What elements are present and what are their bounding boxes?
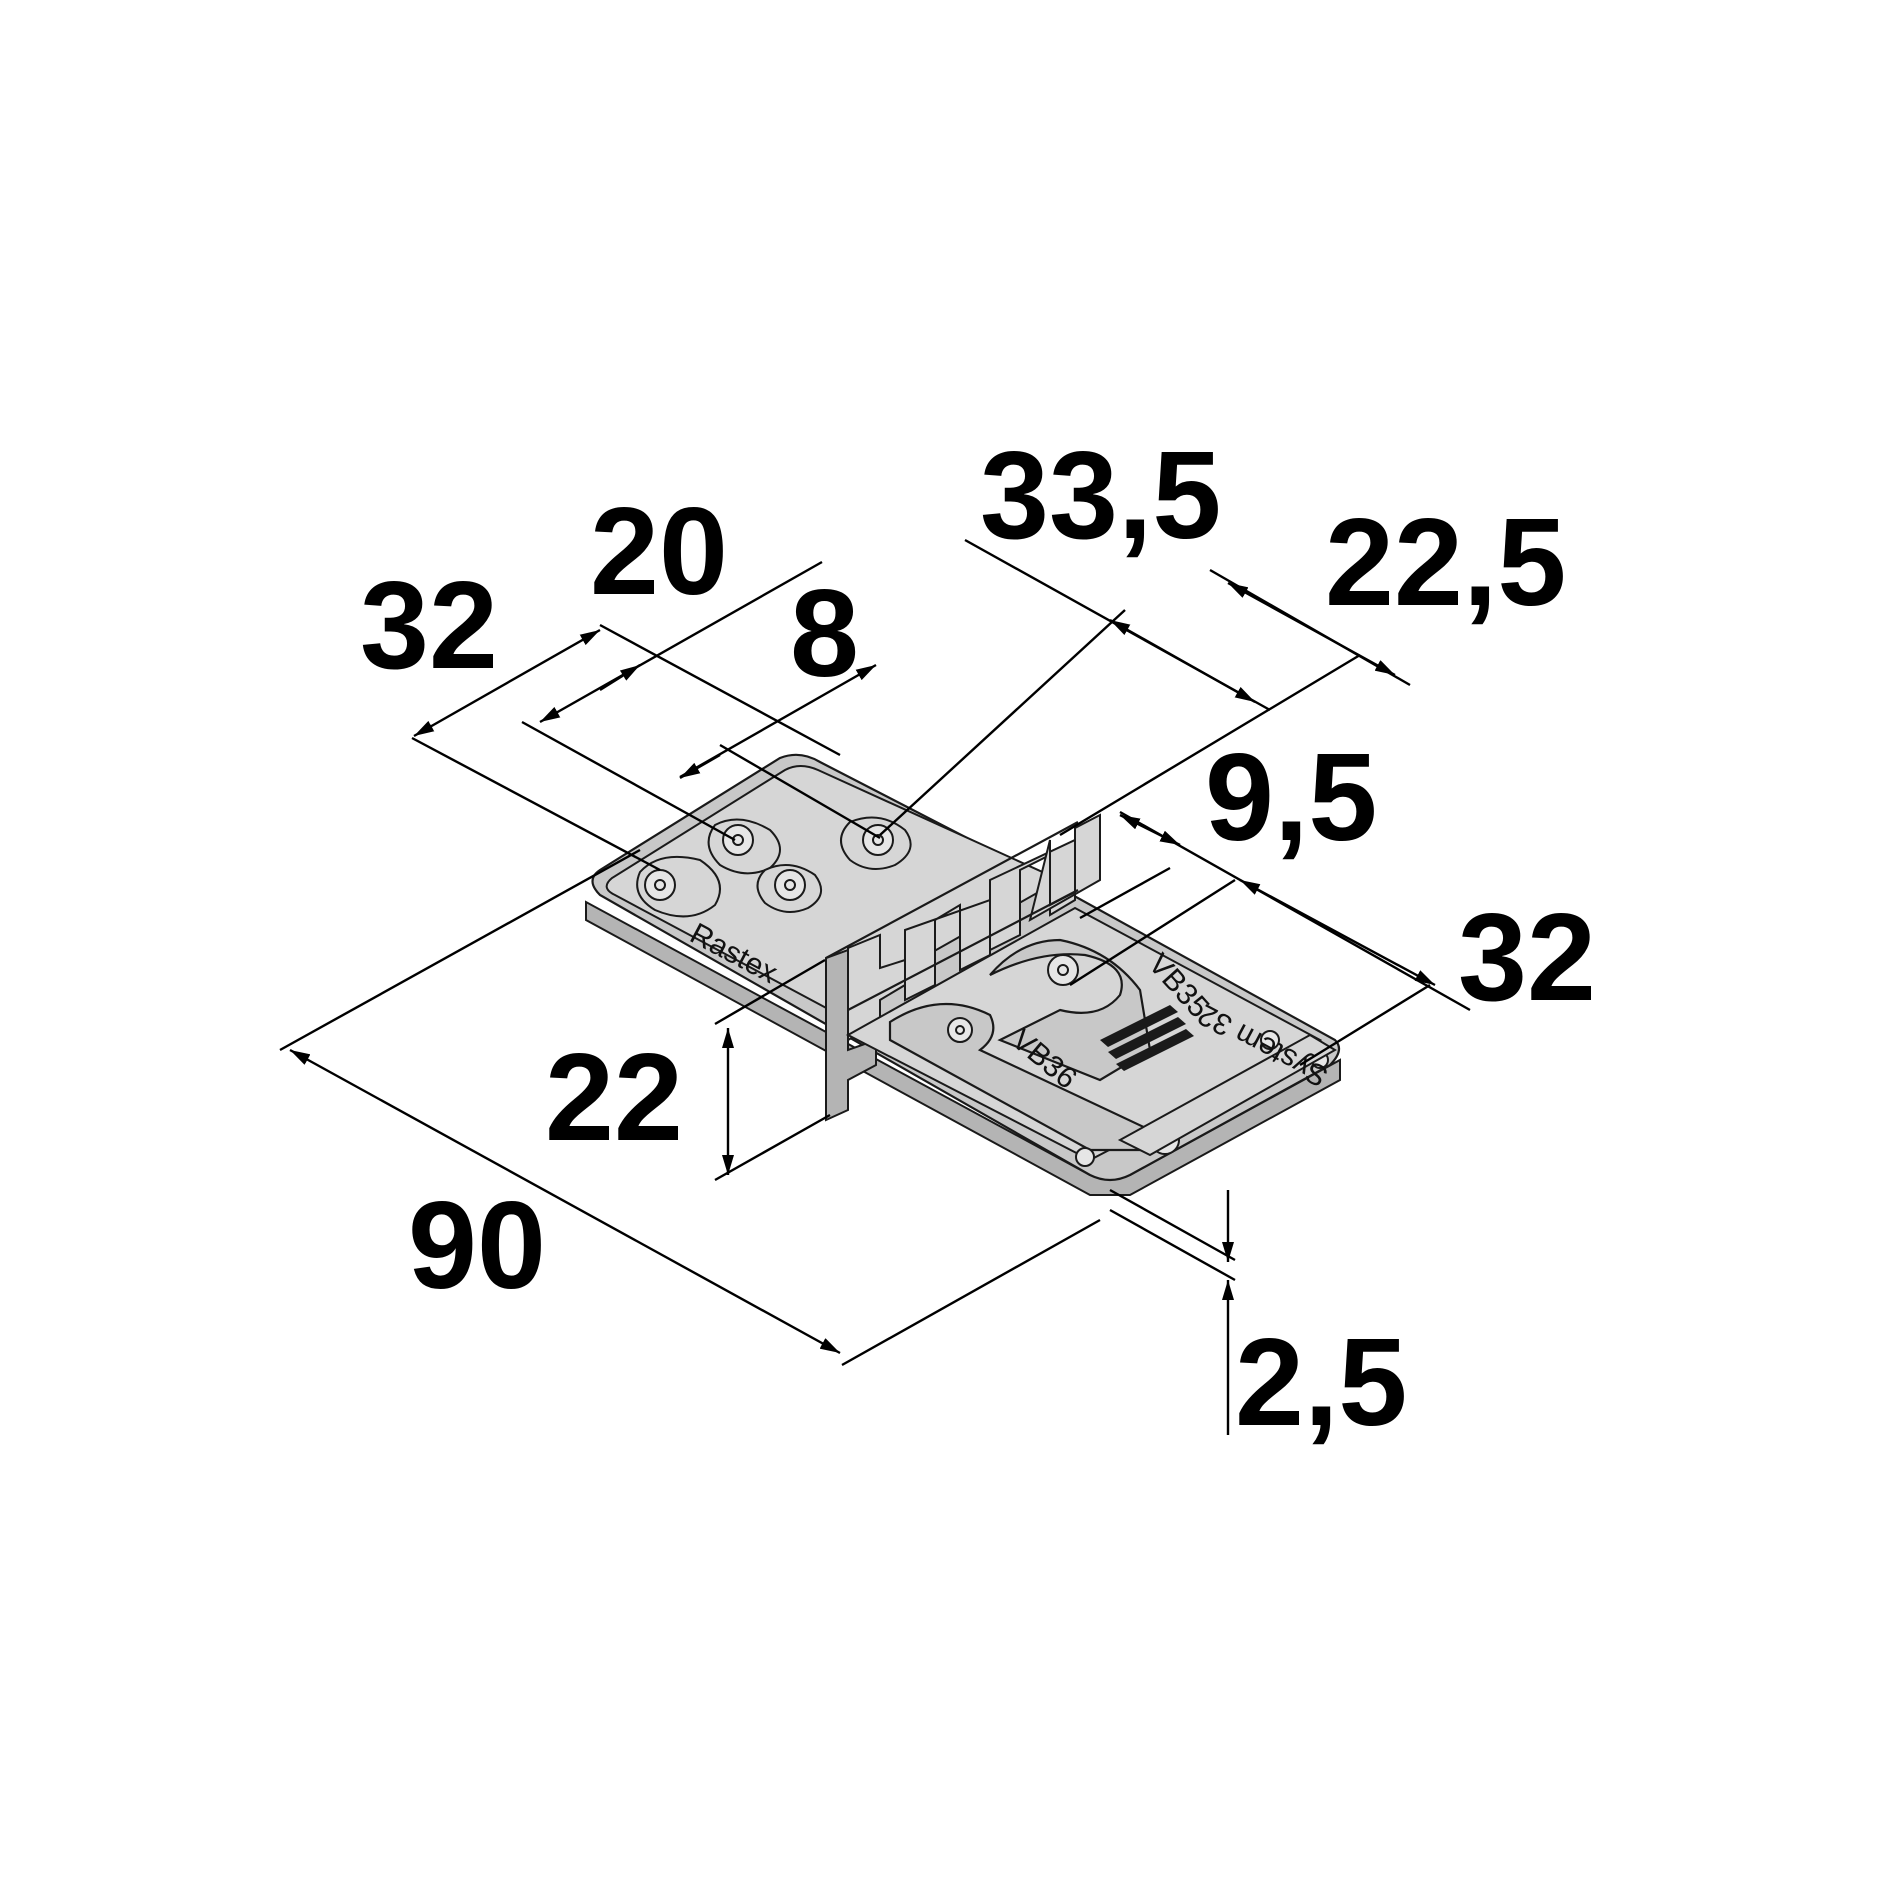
- dim-33-5-extension-2: [879, 609, 1126, 836]
- dim-32-right-extension-2: [1299, 983, 1431, 1067]
- dim-9-5-label: 9,5: [1205, 729, 1377, 867]
- fence-top-edge: [825, 821, 1079, 1011]
- dim-90-extension-left: [279, 848, 641, 1052]
- hole-8: [1075, 1147, 1095, 1167]
- hole-5: [1047, 954, 1079, 986]
- dim-33-5-line: [1109, 618, 1256, 704]
- dim-8-label: 8: [790, 565, 859, 703]
- dim-9-5-extension-2: [1079, 866, 1171, 920]
- dim-22-5-label: 22,5: [1325, 494, 1566, 632]
- dim-22-label: 22: [545, 1029, 683, 1167]
- dim-20-extension: [521, 720, 736, 842]
- hole-4: [774, 869, 806, 901]
- dim-8-arrow: [679, 753, 721, 780]
- dimension-labels: 90 32 20 8 33,5 22,5 9,5 32 22 2,5: [360, 427, 1596, 1452]
- dim-32-left-line: [413, 628, 601, 738]
- hole-1: [644, 869, 676, 901]
- dim-32-right-line: [1239, 878, 1436, 987]
- dim-32-right-label: 32: [1458, 889, 1596, 1027]
- dim-8-extension: [719, 743, 881, 840]
- hole-9: [1260, 1030, 1280, 1050]
- dim-20-arrow: [599, 663, 641, 692]
- hole-2: [722, 824, 754, 856]
- dim-20-line: [539, 560, 823, 724]
- dim-20-label: 20: [590, 483, 728, 621]
- dim-32-left-extension-1: [411, 736, 661, 872]
- dim-22-5-line: [1227, 581, 1396, 677]
- dim-22-extension-1: [714, 958, 826, 1026]
- dim-2-5-label: 2,5: [1235, 1314, 1407, 1452]
- dim-9-5-line: [1119, 813, 1181, 847]
- dim-90-label: 90: [408, 1177, 546, 1315]
- dim-90-extension-right: [841, 1218, 1101, 1367]
- dim-32-left-label: 32: [360, 557, 498, 695]
- system32-strip: [1117, 1033, 1337, 1157]
- dim-32-right-extension-1: [1069, 878, 1236, 987]
- dim-90-line: [289, 1048, 841, 1355]
- dim-32-left-extension-2: [599, 623, 841, 757]
- dim-2-5-extension-2: [1109, 1208, 1236, 1282]
- stripes-logo: [1100, 1005, 1194, 1071]
- dim-2-5-extension-1: [1109, 1188, 1236, 1262]
- dimension-lines: [279, 538, 1471, 1435]
- template-part: Rastex VB35 VB36 System 32: [585, 753, 1341, 1196]
- dim-22-5-extension-2: [1059, 653, 1361, 837]
- dim-33-5-label: 33,5: [980, 427, 1221, 565]
- hole-6: [947, 1017, 973, 1043]
- dim-22-extension-2: [714, 1113, 831, 1182]
